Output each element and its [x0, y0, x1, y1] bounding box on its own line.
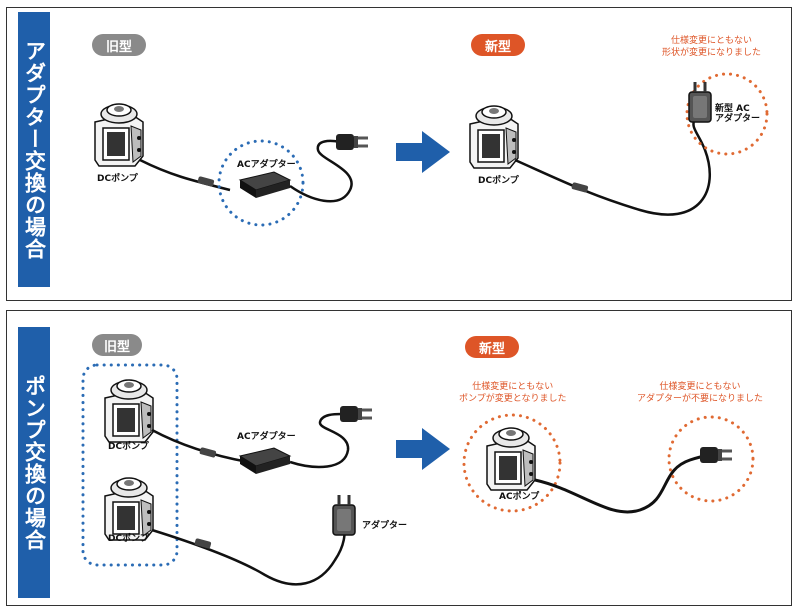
side-label-pump-replacement: ポンプ交換の場合 — [18, 327, 50, 598]
connector — [571, 182, 589, 193]
badge-text: 新型 — [478, 341, 505, 357]
dotted-circle-new-adapter — [685, 72, 769, 156]
side-label-text: ポンプ交換の場合 — [22, 374, 47, 551]
plug-icon — [698, 445, 734, 465]
ac-adapter-icon — [239, 447, 291, 475]
new-pump-label: DCポンプ — [478, 176, 519, 186]
cable — [151, 428, 249, 464]
cable — [534, 453, 719, 514]
connector — [199, 447, 217, 458]
badge-text: 旧型 — [103, 339, 130, 355]
plug-icon — [334, 132, 370, 152]
note-line: 形状が変更になりました — [662, 47, 762, 58]
cable — [139, 158, 231, 192]
dotted-circle-plug — [667, 415, 755, 503]
label-line: 新型 AC — [715, 104, 750, 114]
pump-icon — [104, 379, 154, 443]
new-model-badge: 新型 — [471, 34, 525, 56]
note-line: ポンプが変更となりました — [459, 393, 567, 404]
side-label-text: アダプター交換の場合 — [22, 39, 47, 260]
dotted-box-old-pumps — [81, 363, 179, 567]
pump-icon — [486, 427, 536, 491]
cable — [289, 139, 353, 203]
connector — [197, 176, 215, 187]
dotted-circle-old-adapter — [217, 139, 305, 227]
badge-text: 旧型 — [105, 39, 132, 55]
new-pump-label: ACポンプ — [499, 492, 540, 502]
old-pump-label: DCポンプ — [97, 174, 138, 184]
old-pump-label: DCポンプ — [108, 534, 149, 544]
cable — [151, 519, 347, 586]
cable — [514, 117, 711, 216]
old-adapter-label: ACアダプター — [237, 160, 296, 170]
cable — [289, 412, 350, 469]
note-line: 仕様変更にともない — [671, 36, 753, 46]
old-model-badge: 旧型 — [92, 334, 142, 356]
note-line: 仕様変更にともない — [659, 382, 741, 392]
ac-adapter-icon — [331, 493, 357, 537]
old-adapter-label: アダプター — [362, 521, 408, 531]
side-label-adapter-replacement: アダプター交換の場合 — [18, 12, 50, 287]
pump-icon — [469, 105, 519, 169]
dotted-circle-new-pump — [462, 413, 562, 513]
note-adapter-shape-changed: 仕様変更にともない 形状が変更になりました — [662, 36, 761, 59]
note-line: アダプターが不要になりました — [637, 393, 764, 404]
badge-text: 新型 — [484, 39, 511, 55]
arrow-right-icon — [396, 428, 450, 470]
new-model-badge: 新型 — [465, 336, 519, 358]
ac-adapter-icon — [239, 171, 291, 199]
plug-icon — [338, 404, 374, 424]
note-adapter-unneeded: 仕様変更にともない アダプターが不要になりました — [637, 382, 763, 405]
label-line: アダプター — [715, 114, 761, 125]
arrow-right-icon — [396, 131, 450, 173]
pump-icon — [104, 477, 154, 541]
ac-adapter-icon — [687, 80, 713, 124]
note-pump-changed: 仕様変更にともない ポンプが変更となりました — [459, 382, 566, 405]
old-pump-label: DCポンプ — [108, 442, 149, 452]
new-adapter-label: 新型 AC アダプター — [715, 104, 760, 125]
connector — [194, 538, 212, 549]
pump-icon — [94, 103, 144, 167]
note-line: 仕様変更にともない — [472, 382, 554, 392]
old-model-badge: 旧型 — [92, 34, 146, 56]
old-adapter-label: ACアダプター — [237, 432, 296, 442]
